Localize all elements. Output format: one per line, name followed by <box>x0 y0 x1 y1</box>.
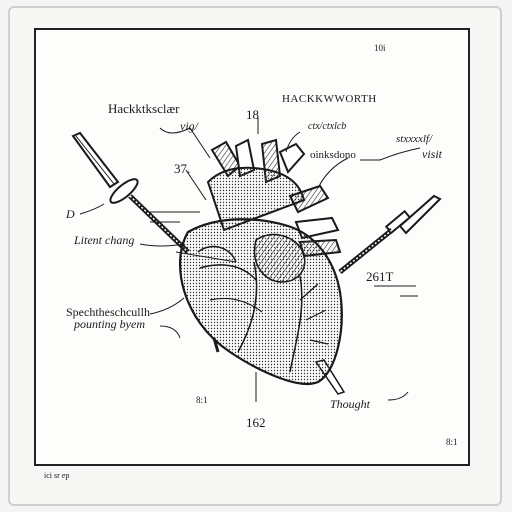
footer-code: ici sr ep <box>44 472 69 480</box>
label-81-left: 8:1 <box>196 396 208 405</box>
label-thought: Thought <box>330 398 370 410</box>
label-81-right: 8:1 <box>446 438 458 447</box>
label-right-top: stxxxxlf/ <box>396 134 432 145</box>
right-arrow-icon <box>340 196 440 272</box>
label-oinks: oinksdono <box>310 150 356 161</box>
label-2617: 261T <box>366 270 393 283</box>
label-162: 162 <box>246 416 266 429</box>
label-spec-line2: pounting byem <box>74 318 145 330</box>
label-ctx: ctx/ctxlcb <box>308 122 346 132</box>
label-latent: Litent chang <box>74 234 134 246</box>
label-d: D <box>66 208 75 220</box>
label-vig: vig/ <box>180 120 198 132</box>
label-visit: visit <box>422 148 442 160</box>
label-top-right-title: HACKKWWORTH <box>282 94 377 105</box>
label-corner-top-right: 10i <box>374 44 386 53</box>
label-18: 18 <box>246 108 259 121</box>
label-37: 37. <box>174 162 190 175</box>
label-top-left-title: Hackktksclær <box>108 102 179 115</box>
heart-body <box>180 219 342 384</box>
